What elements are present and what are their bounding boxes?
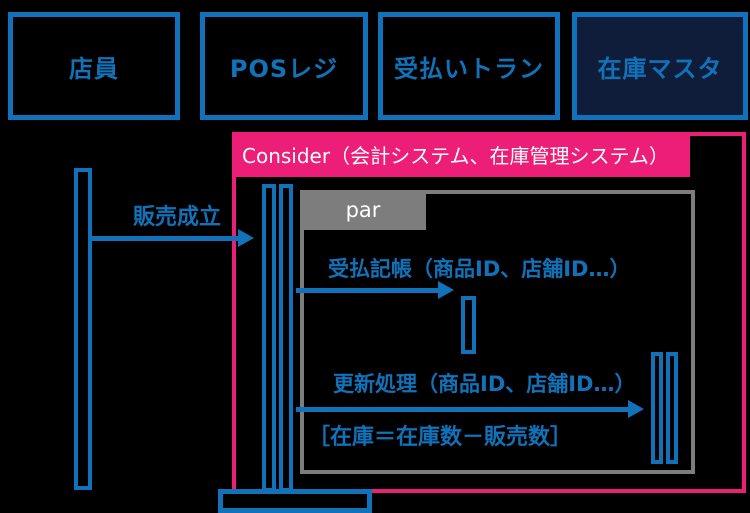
actor-box-clerk: 店員 <box>8 12 180 120</box>
message-label-update-process: 更新処理（商品ID、店舗ID…） <box>333 372 636 396</box>
actor-box-payment-transaction: 受払いトラン <box>378 12 560 120</box>
par-fragment <box>300 190 695 474</box>
constraint-label-stock-formula: ［在庫＝在庫数－販売数］ <box>308 425 573 450</box>
actor-box-inventory-master: 在庫マスタ <box>572 12 748 120</box>
message-label-sale-completed: 販売成立 <box>133 205 222 230</box>
actor-label-payment-transaction: 受払いトラン <box>394 54 544 83</box>
sequence-diagram: 店員 POSレジ 受払いトラン 在庫マスタ Consider（会計システム、在庫… <box>8 12 748 513</box>
message-arrow-line-2 <box>296 288 442 293</box>
activation-bar-pos-2 <box>279 184 293 492</box>
activation-bar-inventory-2 <box>666 352 678 464</box>
actor-label-pos-register: POSレジ <box>229 54 339 83</box>
par-fragment-tab: par <box>300 190 426 230</box>
actor-box-pos-register: POSレジ <box>200 12 368 120</box>
bottom-partial-box <box>218 489 372 513</box>
message-arrow-line-1 <box>92 236 242 241</box>
activation-bar-inventory-1 <box>651 352 663 464</box>
message-arrow-line-3 <box>296 407 632 412</box>
message-label-payment-record: 受払記帳（商品ID、店舗ID…） <box>328 257 631 281</box>
actor-label-inventory-master: 在庫マスタ <box>597 54 723 83</box>
actor-label-clerk: 店員 <box>69 54 119 83</box>
message-arrowhead-icon-3 <box>628 400 644 418</box>
message-arrowhead-icon-1 <box>238 229 254 247</box>
message-arrowhead-icon-2 <box>438 281 454 299</box>
activation-bar-clerk <box>74 168 92 490</box>
activation-bar-pos-1 <box>262 184 276 492</box>
activation-bar-payment-transaction <box>461 296 476 354</box>
consider-frame-header: Consider（会計システム、在庫管理システム） <box>232 132 690 177</box>
